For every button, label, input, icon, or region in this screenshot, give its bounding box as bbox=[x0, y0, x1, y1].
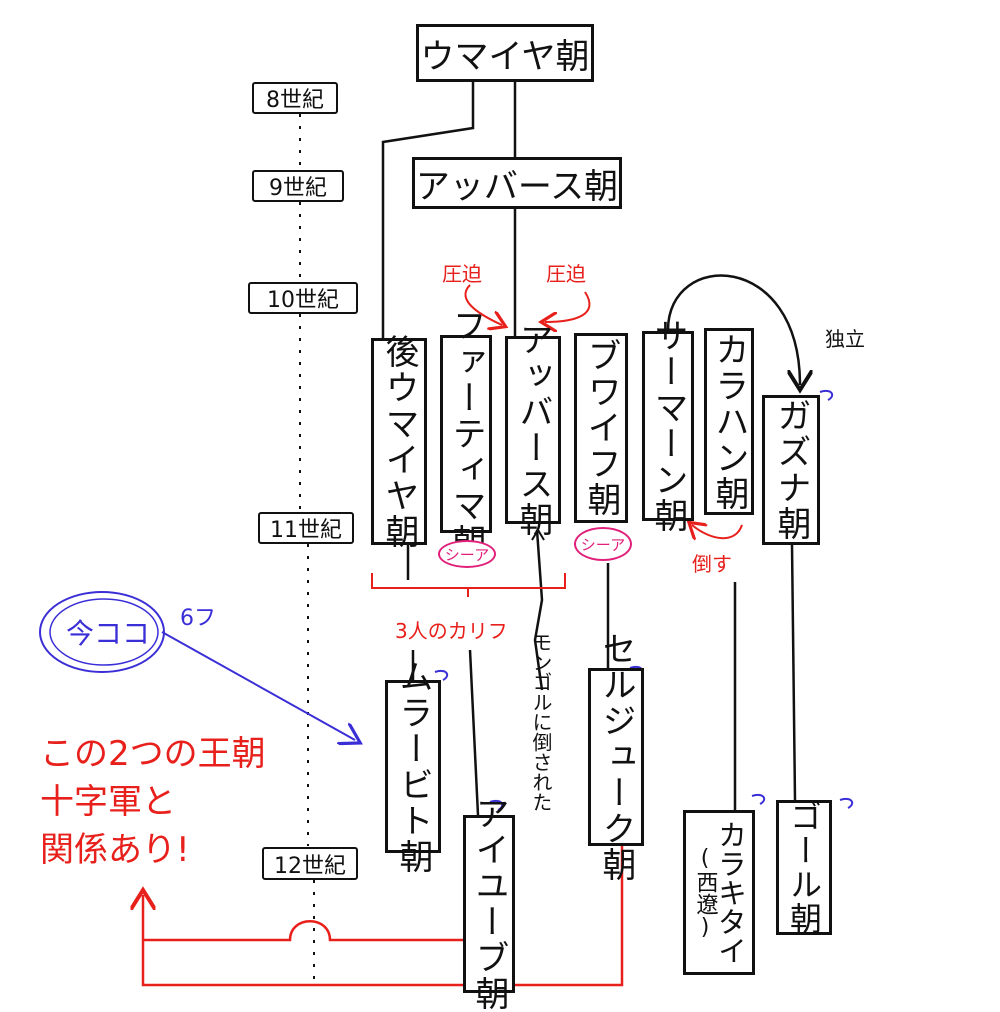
mongol-arrow-head bbox=[531, 528, 545, 541]
three-caliphs-label: 3人のカリフ bbox=[395, 619, 508, 643]
shia-badge-buyid: シーア bbox=[574, 527, 632, 561]
dynasty-karakhanid: カラハン朝 bbox=[704, 328, 754, 515]
century-10: 10世紀 bbox=[248, 282, 358, 314]
dynasty-later-umayyad: 後ウマイヤ朝 bbox=[371, 334, 427, 550]
dynasty-umayyad: ウマイヤ朝 bbox=[416, 24, 594, 82]
dynasty-ghaznavid: ガズナ朝 bbox=[762, 395, 820, 545]
crusade-connector-2 bbox=[143, 920, 478, 942]
pressure-label-left: 圧迫 bbox=[442, 262, 482, 286]
here-label: 今ココ bbox=[66, 617, 151, 650]
kara-khitai-subname: (西遼) bbox=[692, 845, 718, 940]
mongol-note: モンゴルに倒された bbox=[529, 632, 553, 812]
three-caliphs-bracket bbox=[371, 573, 566, 597]
dynasty-fatimid: ファーティマ朝 bbox=[440, 308, 492, 560]
pressure-label-right: 圧迫 bbox=[546, 262, 586, 286]
dynasty-ayyubid: アイユーブ朝 bbox=[463, 796, 515, 1012]
dynasty-buyid: ブワイフ朝 bbox=[574, 333, 628, 523]
independence-label: 独立 bbox=[825, 327, 865, 351]
dynasty-abbasid: アッバース朝 bbox=[505, 322, 561, 538]
here-suffix: 6フ bbox=[180, 606, 216, 631]
overthrow-arrow bbox=[692, 525, 743, 538]
century-8: 8世紀 bbox=[252, 82, 338, 114]
century-11: 11世紀 bbox=[258, 512, 354, 544]
century-12: 12世紀 bbox=[262, 847, 358, 880]
dynasty-ghurid: ゴール朝 bbox=[776, 800, 832, 936]
dynasty-almoravid: ムラービト朝 bbox=[385, 659, 441, 875]
century-9: 9世紀 bbox=[252, 170, 344, 202]
crusade-note-line-2: 十字軍と bbox=[40, 782, 176, 822]
crusade-note-line-3: 関係あり! bbox=[40, 830, 190, 870]
crusade-note-line-1: この2つの王朝 bbox=[40, 734, 266, 774]
independence-arrow bbox=[666, 274, 800, 385]
crusade-note: この2つの王朝 十字軍と 関係あり! bbox=[40, 730, 266, 874]
overthrow-label: 倒す bbox=[692, 552, 732, 576]
dynasty-kara-khitai: カラキタイ (西遼) bbox=[683, 810, 755, 975]
dynasty-samanid: サーマーン朝 bbox=[642, 318, 694, 534]
timeline-dots bbox=[299, 114, 315, 985]
dynasty-seljuk: セルジューク朝 bbox=[588, 631, 644, 883]
here-arrow bbox=[161, 631, 355, 740]
pressure-arrow-left bbox=[464, 284, 502, 325]
kara-khitai-name: カラキタイ bbox=[713, 820, 748, 965]
dynasty-abbasid-top: アッバース朝 bbox=[412, 157, 622, 209]
shia-badge-fatimid: シーア bbox=[438, 540, 496, 568]
here-circle-inner bbox=[49, 598, 159, 666]
pressure-arrow-right bbox=[545, 291, 591, 322]
